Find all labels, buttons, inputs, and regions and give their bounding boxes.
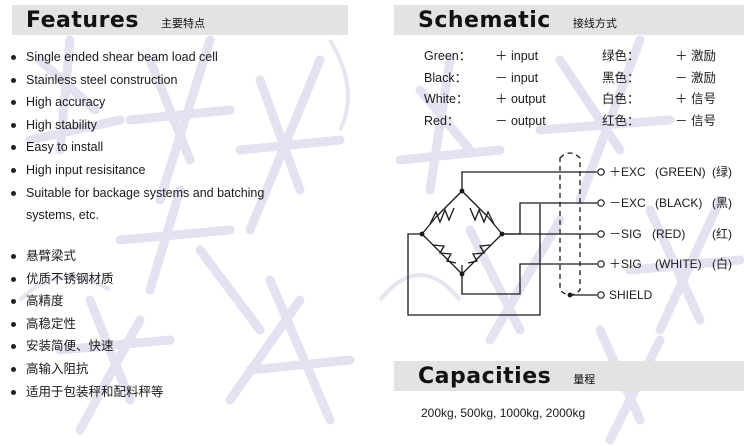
resistor-zigzag xyxy=(429,207,455,225)
terminal-color: (BLACK) xyxy=(655,196,702,210)
features-list-zh: 悬臂梁式 优质不锈钢材质 高精度 高稳定性 安装简便、快速 高输入阻抗 适用于包… xyxy=(10,245,164,403)
features-title: Features xyxy=(26,7,139,33)
capacities-title-zh: 量程 xyxy=(573,374,596,386)
wire-black xyxy=(502,202,597,235)
wire-loop xyxy=(407,204,541,316)
bullet-icon xyxy=(11,321,16,327)
schematic-title: Schematic xyxy=(418,7,551,33)
bullet-icon xyxy=(11,366,16,372)
capacities-header: Capacities 量程 xyxy=(394,361,744,391)
bridge-resistor xyxy=(421,216,437,235)
junction-dot xyxy=(499,231,505,237)
list-item: 高精度 xyxy=(10,290,164,313)
bullet-icon xyxy=(11,299,16,305)
terminal-icon xyxy=(597,260,605,268)
list-item: Stainless steel construction xyxy=(10,69,264,92)
bullet-icon xyxy=(11,55,16,60)
bullet-icon xyxy=(11,389,16,395)
list-item: 优质不锈钢材质 xyxy=(10,268,164,291)
capacities-title: Capacities xyxy=(418,363,552,389)
terminal-zh: (黑) xyxy=(712,196,732,210)
bullet-icon xyxy=(11,167,16,173)
terminal-label: SHIELD xyxy=(609,288,653,302)
junction-dot xyxy=(567,292,573,298)
list-item: Easy to install xyxy=(10,136,264,159)
bridge-resistor xyxy=(421,233,463,275)
wiring-schematic: ＋EXC (GREEN) (绿) －EXC (BLACK) (黑) －SIG (… xyxy=(407,152,732,316)
terminal-icon xyxy=(597,291,605,299)
list-item: Suitable for backage systems and batchin… xyxy=(10,182,264,205)
junction-dot xyxy=(419,231,425,237)
terminal-color: (RED) xyxy=(652,227,685,241)
terminal-label: －SIG xyxy=(609,227,642,241)
terminal-label: ＋EXC xyxy=(609,165,646,179)
bullet-icon xyxy=(11,190,16,196)
bullet-icon xyxy=(11,254,16,259)
terminal-zh: (绿) xyxy=(712,164,732,179)
bridge-resistor xyxy=(461,190,489,218)
bridge-resistor xyxy=(461,233,503,275)
features-list-en: Single ended shear beam load cell Stainl… xyxy=(10,46,264,227)
features-header: Features 主要特点 xyxy=(12,5,348,35)
bridge-resistor xyxy=(435,190,463,218)
bridge-resistor xyxy=(487,216,503,235)
terminal-zh: (白) xyxy=(712,256,732,271)
list-item-continuation: systems, etc. xyxy=(26,208,99,223)
terminal-icon xyxy=(597,168,605,176)
capacities-values: 200kg, 500kg, 1000kg, 2000kg xyxy=(421,406,586,420)
list-item: High stability xyxy=(10,114,264,137)
list-item: Single ended shear beam load cell xyxy=(10,46,264,69)
bullet-icon xyxy=(11,344,16,350)
resistor-zigzag xyxy=(467,244,492,264)
list-item: 高稳定性 xyxy=(10,313,164,336)
schematic-title-zh: 接线方式 xyxy=(572,18,617,30)
bullet-icon xyxy=(11,122,16,128)
list-item: High input resisitance xyxy=(10,159,264,182)
resistor-zigzag xyxy=(469,207,495,225)
features-title-zh: 主要特点 xyxy=(160,18,205,30)
resistor-zigzag xyxy=(432,244,457,264)
shield-sleeve xyxy=(559,152,581,296)
schematic-header: Schematic 接线方式 xyxy=(394,5,744,35)
bullet-icon xyxy=(11,100,16,106)
terminal-label: ＋SIG xyxy=(609,257,642,271)
terminal-label: －EXC xyxy=(609,196,646,210)
list-item: 安装简便、快速 xyxy=(10,335,164,358)
wire-green xyxy=(461,171,597,191)
list-item: 高输入阻抗 xyxy=(10,358,164,381)
terminal-icon xyxy=(597,230,605,238)
wire-white xyxy=(461,263,597,295)
bullet-icon xyxy=(11,145,16,151)
terminal-zh: (红) xyxy=(712,226,732,241)
terminal-color: (WHITE) xyxy=(655,257,702,271)
terminal-icon xyxy=(597,199,605,207)
junction-dot xyxy=(459,271,465,277)
terminal-color: (GREEN) xyxy=(655,165,706,179)
list-item: 适用于包装秤和配料秤等 xyxy=(10,381,164,404)
bullet-icon xyxy=(11,276,16,282)
junction-dot xyxy=(459,188,465,194)
bullet-icon xyxy=(11,77,16,83)
list-item: High accuracy xyxy=(10,91,264,114)
list-item: 悬臂梁式 xyxy=(10,245,164,268)
